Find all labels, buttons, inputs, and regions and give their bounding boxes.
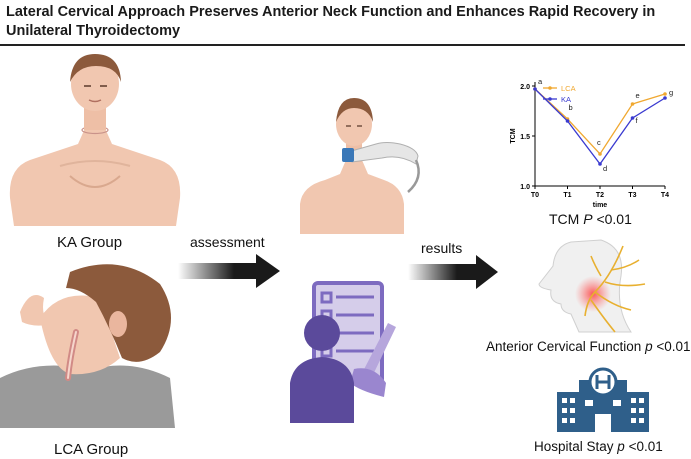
x-axis-label: time [593,202,608,209]
anterior-p-symbol: p [645,339,653,354]
significance-letter: a [538,77,543,86]
data-point-ka [663,96,667,100]
hospital-result: Hospital Stay p <0.01 [534,439,663,454]
ka-group-label: KA Group [57,234,123,251]
lca-group-label: LCA Group [54,441,129,458]
page-title: Lateral Cervical Approach Preserves Ante… [6,4,656,39]
title-divider [0,44,685,46]
data-point-lca [598,152,602,156]
y-axis-label: TCM [510,128,517,143]
data-point-ka [533,87,537,91]
significance-letter: b [569,103,573,112]
anterior-p-value: <0.01 [652,339,691,354]
tcm-result-prefix: TCM [549,211,584,227]
data-point-ka [630,116,635,120]
neck-nerve-icon [538,239,646,333]
tcm-p-value: <0.01 [592,211,632,227]
x-tick-label: T0 [531,192,539,199]
legend-entry: KA [561,95,571,104]
legend-marker-lca [548,86,552,90]
data-point-ka [598,162,602,166]
hospital-p-symbol: p [617,439,625,454]
anterior-result: Anterior Cervical Function p <0.01 [486,339,691,354]
tcm-p-symbol: P [583,211,593,227]
results-label: results [421,240,463,256]
significance-letter: c [597,138,601,147]
ultrasound-assessment-icon [300,98,420,234]
hospital-p-value: <0.01 [624,439,663,454]
significance-letter: g [669,88,673,97]
x-tick-label: T3 [628,192,636,199]
hospital-result-prefix: Hospital Stay [534,439,618,454]
anterior-result-prefix: Anterior Cervical Function [486,339,646,354]
data-point-lca [663,92,667,96]
hospital-icon [557,367,649,432]
legend-entry: LCA [561,84,576,93]
ka-patient-icon [9,54,181,226]
assessment-label: assessment [190,234,265,250]
y-tick-label: 1.5 [520,134,530,141]
y-tick-label: 1.0 [520,184,530,191]
clipboard-assessor-icon [290,281,396,423]
legend-marker-ka [548,97,552,101]
lca-patient-icon [0,264,175,428]
assessment-arrow [178,254,280,288]
significance-letter: e [636,91,640,100]
results-arrow [408,255,498,289]
data-point-ka [565,119,570,123]
x-tick-label: T1 [563,192,571,199]
significance-letter: d [603,164,607,173]
significance-letter: f [636,116,639,125]
x-tick-label: T2 [596,192,604,199]
data-point-lca [630,102,635,106]
tcm-result: TCM P <0.01 [549,211,632,227]
y-tick-label: 2.0 [520,84,530,91]
tcm-line-chart: 1.0 1.5 2.0T0 T1 T2 T3 T4 time TCM LCA KA a b c d e f g [510,77,673,209]
x-tick-label: T4 [661,192,669,199]
